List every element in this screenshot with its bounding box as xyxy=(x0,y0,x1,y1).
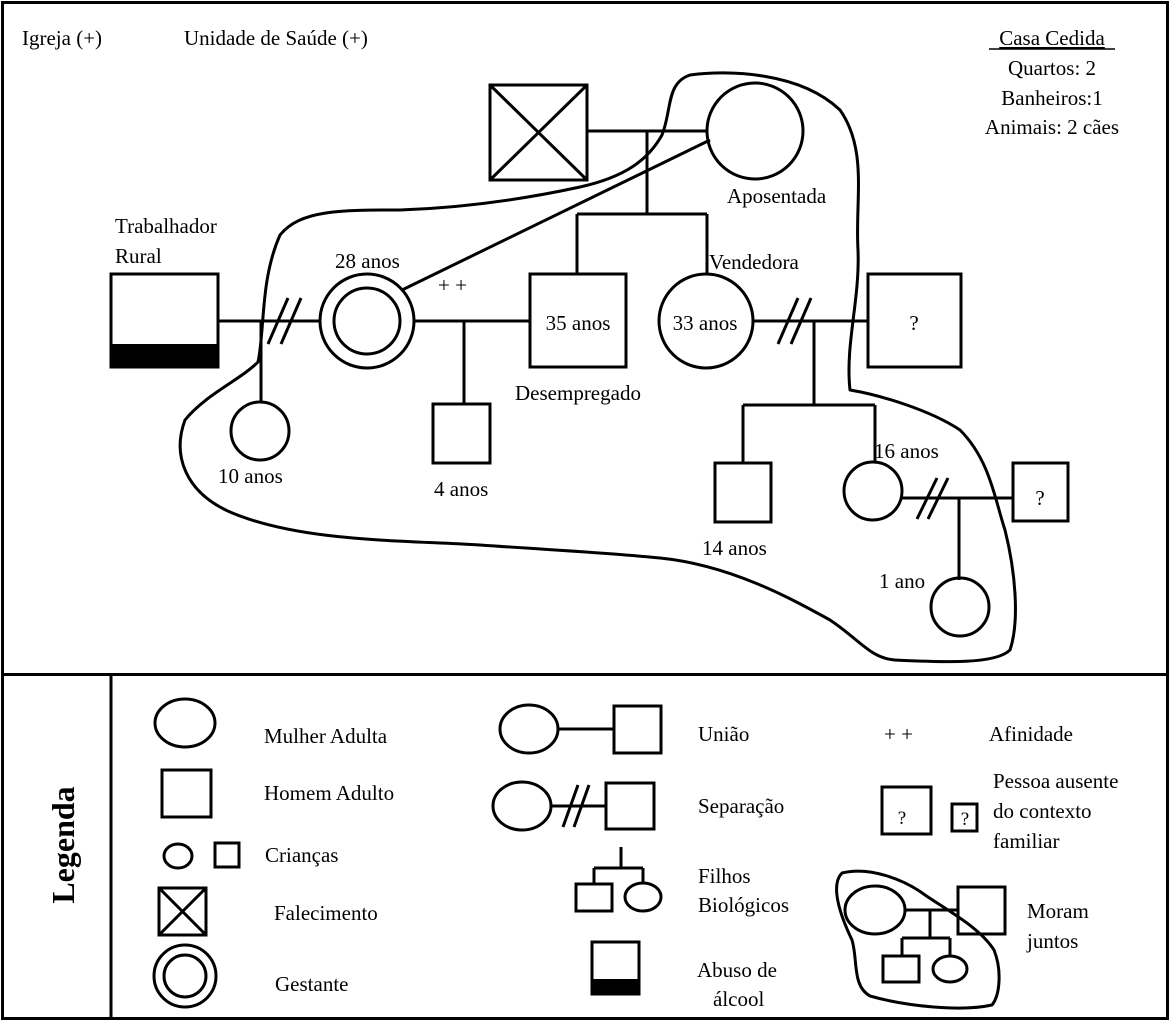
legend-adult-man: Homem Adulto xyxy=(264,781,394,805)
boy-4-square xyxy=(431,402,492,465)
church-label: Igreja (+) xyxy=(22,26,102,50)
legend-adult-woman: Mulher Adulta xyxy=(264,724,388,748)
legend-absent-3: familiar xyxy=(993,829,1059,853)
boy-14-age: 14 anos xyxy=(702,536,767,560)
legend-union-icon xyxy=(498,703,663,755)
legend-absent-icon-small xyxy=(950,802,979,833)
baby-circle xyxy=(929,576,991,638)
separation-slash-3b xyxy=(926,477,950,520)
absent-partner-2-square xyxy=(1011,461,1070,523)
legend-biological-children-2: Biológicos xyxy=(698,893,789,917)
separation-slash-2a xyxy=(776,297,800,345)
girl-16-age: 16 anos xyxy=(874,439,939,463)
rural-worker-label-2: Rural xyxy=(115,244,162,268)
legend-death: Falecimento xyxy=(274,901,378,925)
rural-worker-label-1: Trabalhador xyxy=(115,214,217,238)
legend-child-girl-icon xyxy=(162,842,194,870)
genogram-frame xyxy=(1,1,1169,676)
separation-slash-1a xyxy=(266,297,290,345)
legend-live-together-1: Moram xyxy=(1027,899,1089,923)
girl-10-age: 10 anos xyxy=(218,464,283,488)
legend-title: Legenda xyxy=(45,786,81,903)
girl-16-circle xyxy=(842,460,904,522)
relationship-line xyxy=(401,138,711,292)
absent-partner-square xyxy=(866,272,963,369)
legend-absent-mark-large: ? xyxy=(898,808,906,829)
legend-live-together-icon xyxy=(835,869,1007,1010)
man-35-age: 35 anos xyxy=(546,311,611,335)
baby-age: 1 ano xyxy=(879,569,925,593)
man-35-label: Desempregado xyxy=(515,381,641,405)
absent-partner-mark: ? xyxy=(909,311,918,335)
legend-adult-woman-icon xyxy=(153,697,217,749)
legend-biological-children-1: Filhos xyxy=(698,864,751,888)
woman-33-label: Vendedora xyxy=(709,250,799,274)
health-unit-label: Unidade de Saúde (+) xyxy=(184,26,368,50)
legend-frame xyxy=(1,673,1169,1020)
separation-slash-1b xyxy=(279,297,303,345)
legend-alcohol-abuse-1: Abuso de xyxy=(697,958,777,982)
legend-separation-icon xyxy=(491,780,656,832)
separation-slash-3a xyxy=(915,477,939,520)
legend-live-together-2: juntos xyxy=(1026,929,1078,953)
legend-pregnant: Gestante xyxy=(275,972,348,996)
legend-death-icon xyxy=(157,886,208,937)
man-35-square xyxy=(528,272,628,369)
boy-4-age: 4 anos xyxy=(434,477,488,501)
legend-union: União xyxy=(698,722,749,746)
legend-affinity: Afinidade xyxy=(989,722,1073,746)
legend-child-boy-icon xyxy=(213,841,241,869)
housing-title: Casa Cedida xyxy=(999,26,1105,50)
legend-affinity-mark: + + xyxy=(884,722,913,746)
pregnant-woman-age: 28 anos xyxy=(335,249,400,273)
legend-pregnant-icon xyxy=(152,943,218,1009)
bathrooms-label: Banheiros:1 xyxy=(1001,86,1102,110)
legend-absent-1: Pessoa ausente xyxy=(993,769,1118,793)
animals-label: Animais: 2 cães xyxy=(985,115,1119,139)
legend-biological-children-icon xyxy=(574,847,663,913)
legend-alcohol-abuse-2: álcool xyxy=(713,987,764,1011)
absent-partner-2-mark: ? xyxy=(1035,486,1044,510)
legend-separation: Separação xyxy=(698,794,784,818)
grandmother-circle xyxy=(705,81,805,181)
legend-adult-man-icon xyxy=(160,768,213,819)
rooms-label: Quartos: 2 xyxy=(1008,56,1096,80)
legend-absent-icon-large xyxy=(880,785,933,836)
legend-absent-2: do contexto xyxy=(993,799,1092,823)
boy-14-square xyxy=(713,461,773,524)
household-boundary xyxy=(178,71,1017,664)
separation-slash-2b xyxy=(789,297,813,345)
rural-worker-alcohol-abuse xyxy=(109,272,220,369)
legend-absent-mark-small: ? xyxy=(961,809,969,830)
girl-10-circle xyxy=(229,400,291,462)
legend-children: Crianças xyxy=(265,843,338,867)
woman-33-age: 33 anos xyxy=(673,311,738,335)
grandmother-label: Aposentada xyxy=(727,184,827,208)
pregnant-woman xyxy=(318,272,416,370)
deceased-grandfather xyxy=(488,83,589,182)
legend-alcohol-abuse-icon xyxy=(590,940,641,996)
affinity-mark: + + xyxy=(438,273,467,297)
